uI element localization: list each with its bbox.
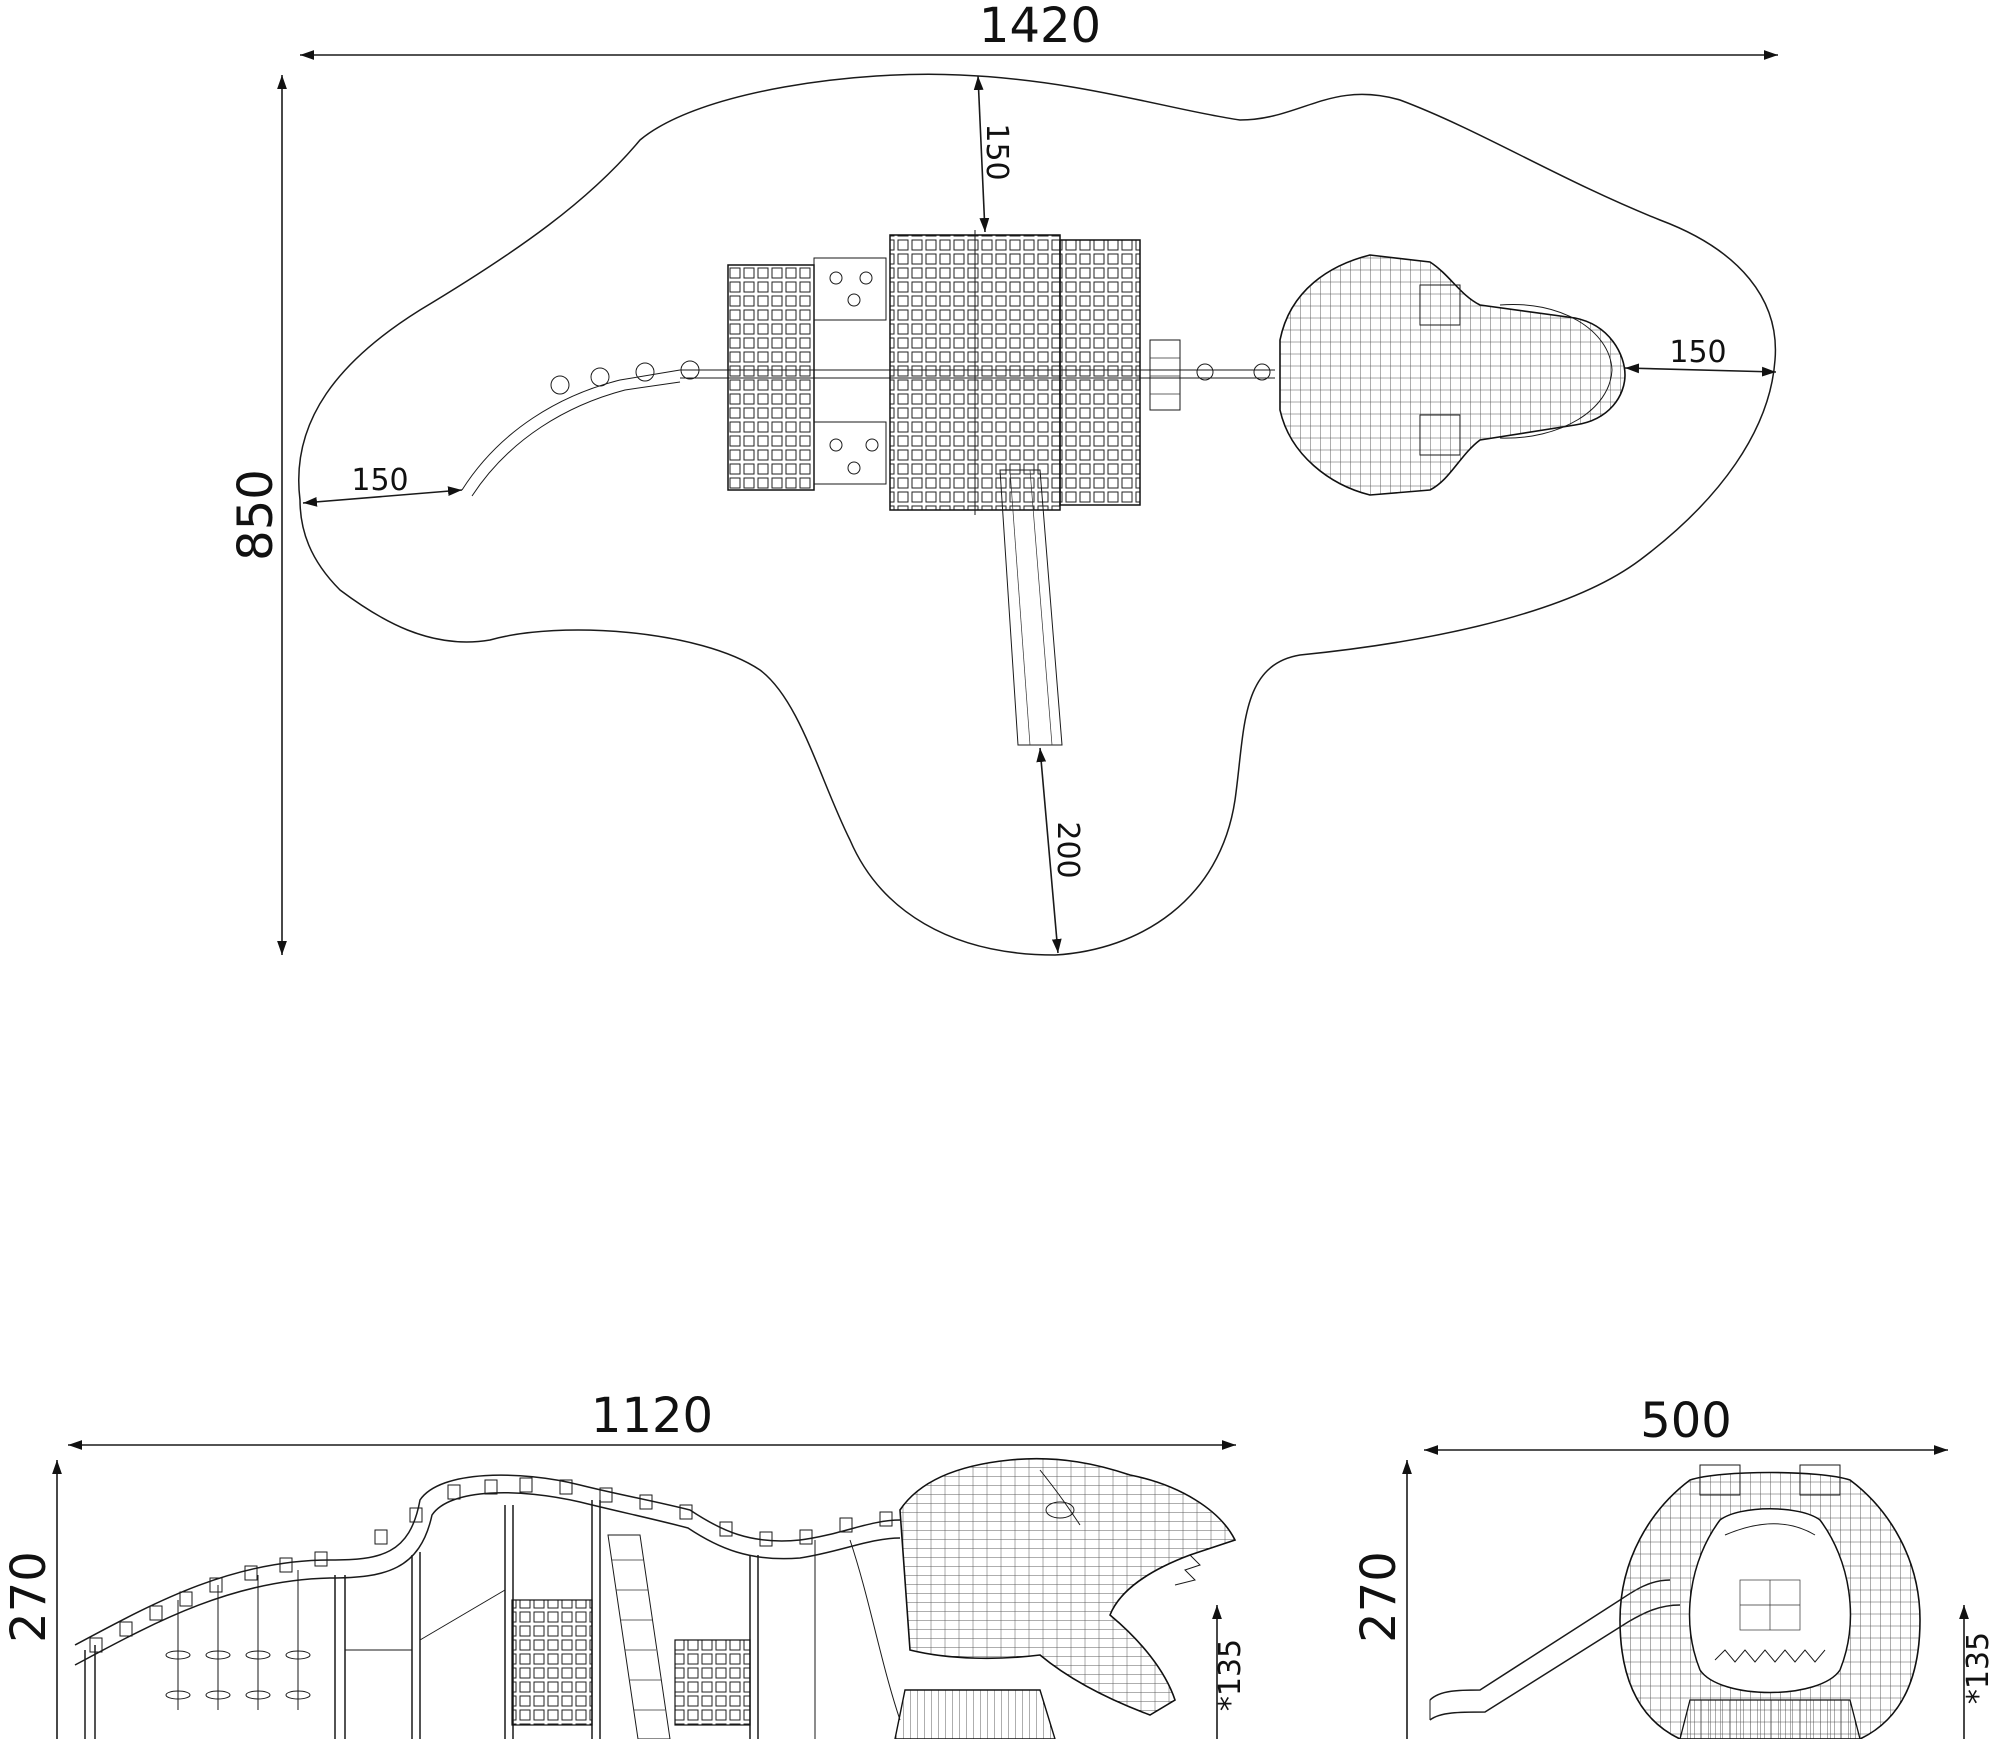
side-equipment <box>74 1457 1237 1739</box>
side-climbing-net <box>511 1599 593 1726</box>
dinosaur-brow <box>1039 1469 1081 1526</box>
spine-plates <box>89 1477 893 1653</box>
left-lower-deck <box>813 421 887 485</box>
front-teeth <box>1714 1649 1826 1663</box>
clearance-left-label: 150 <box>351 463 408 498</box>
safety-zone-outline <box>298 73 1777 956</box>
front-eye-left <box>1699 1464 1741 1496</box>
tail-discs <box>550 360 700 395</box>
support-posts <box>84 1500 759 1739</box>
small-ladder <box>1149 339 1181 411</box>
spine-beam-bottom <box>74 1492 901 1666</box>
clearance-top-label: 150 <box>979 123 1014 180</box>
front-width-label: 500 <box>1640 1393 1732 1449</box>
left-upper-deck <box>813 257 887 321</box>
dinosaur-head-side <box>899 1457 1237 1716</box>
tail-beam-outer <box>461 369 681 491</box>
clearance-right-label: 150 <box>1669 335 1726 370</box>
dinosaur-eye-right <box>1419 414 1461 456</box>
dimension-width-label: 1420 <box>979 0 1101 54</box>
right-climbing-net <box>1059 239 1141 506</box>
plan-view: 1420 850 150 150 150 200 <box>228 0 1778 956</box>
side-lower-net <box>674 1639 751 1726</box>
front-equipment <box>1429 1464 1921 1739</box>
tail-beam-inner <box>471 381 681 497</box>
dinosaur-teeth-upper <box>1174 1554 1201 1586</box>
dinosaur-base-front <box>1679 1699 1861 1739</box>
climbing-rope <box>849 1539 901 1721</box>
side-ladder <box>607 1534 671 1739</box>
dinosaur-eye-side <box>1045 1501 1075 1519</box>
clearance-top-line <box>973 75 990 233</box>
clearance-right-line <box>1624 363 1777 377</box>
climbing-holds <box>829 271 879 475</box>
front-eye-right <box>1799 1464 1841 1496</box>
clearance-left-line <box>302 486 463 507</box>
side-height-label: 270 <box>1 1551 57 1643</box>
dinosaur-head-top <box>1279 254 1626 496</box>
rope-bridge <box>419 1589 506 1641</box>
hanging-rings <box>165 1570 311 1710</box>
slide <box>999 469 1063 746</box>
side-view: 1120 270 *135 <box>1 1388 1248 1739</box>
front-view: 500 270 *135 <box>1351 1393 1996 1739</box>
beam-discs <box>1196 363 1271 381</box>
mouth-inner-arch <box>1724 1523 1816 1536</box>
dinosaur-base-side <box>894 1689 1056 1739</box>
spine-beam-top <box>74 1474 901 1646</box>
front-platform-label: *135 <box>1961 1632 1996 1704</box>
dinosaur-snout <box>1499 303 1613 439</box>
clearance-slide-line <box>1036 747 1062 954</box>
clearance-slide-label: 200 <box>1050 821 1085 878</box>
front-height-label: 270 <box>1351 1551 1407 1643</box>
mouth-interior <box>1739 1579 1801 1631</box>
dimension-depth-label: 850 <box>228 469 284 561</box>
left-climbing-net <box>727 264 815 491</box>
plan-equipment <box>461 230 1626 746</box>
side-length-label: 1120 <box>591 1388 713 1444</box>
dinosaur-eye-left <box>1419 284 1461 326</box>
side-platform-label: *135 <box>1213 1639 1248 1711</box>
